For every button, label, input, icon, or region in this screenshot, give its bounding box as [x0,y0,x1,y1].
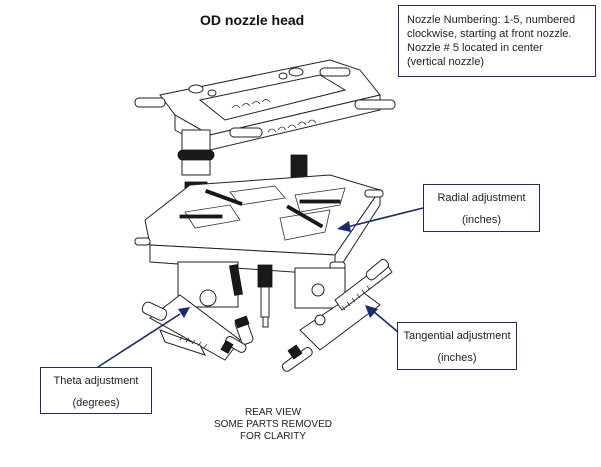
view-footnote: REAR VIEW SOME PARTS REMOVED FOR CLARITY [208,407,338,443]
tangential-arrow [365,305,399,333]
note-line: clockwise, starting at front nozzle. [407,28,572,40]
note-line: Nozzle # 5 located in center [407,42,543,54]
tangential-label: Tangential adjustment [403,330,511,342]
radial-adjustment-callout: Radial adjustment (inches) [423,184,540,232]
radial-unit: (inches) [461,214,502,226]
theta-unit: (degrees) [72,397,120,409]
tangential-unit: (inches) [437,352,477,364]
nozzle-numbering-note: Nozzle Numbering: 1-5, numbered clockwis… [398,5,596,77]
note-line: Nozzle Numbering: 1-5, numbered [407,14,576,26]
right-nozzle-assembly [281,258,393,372]
note-line: (vertical nozzle) [407,56,485,68]
theta-label: Theta adjustment [53,375,139,387]
triangular-plate [134,174,384,277]
theta-adjustment-callout: Theta adjustment (degrees) [40,367,152,414]
tangential-adjustment-callout: Tangential adjustment (inches) [397,322,517,370]
radial-label: Radial adjustment [437,192,526,204]
footnote-line: SOME PARTS REMOVED [214,419,332,430]
footnote-line: REAR VIEW [244,407,302,418]
top-frame [134,59,396,151]
diagram-title: OD nozzle head [200,12,305,28]
left-nozzle-assembly [141,294,254,361]
footnote-line: FOR CLARITY [239,431,307,442]
radial-arrow [337,207,424,232]
theta-arrow [97,307,190,368]
